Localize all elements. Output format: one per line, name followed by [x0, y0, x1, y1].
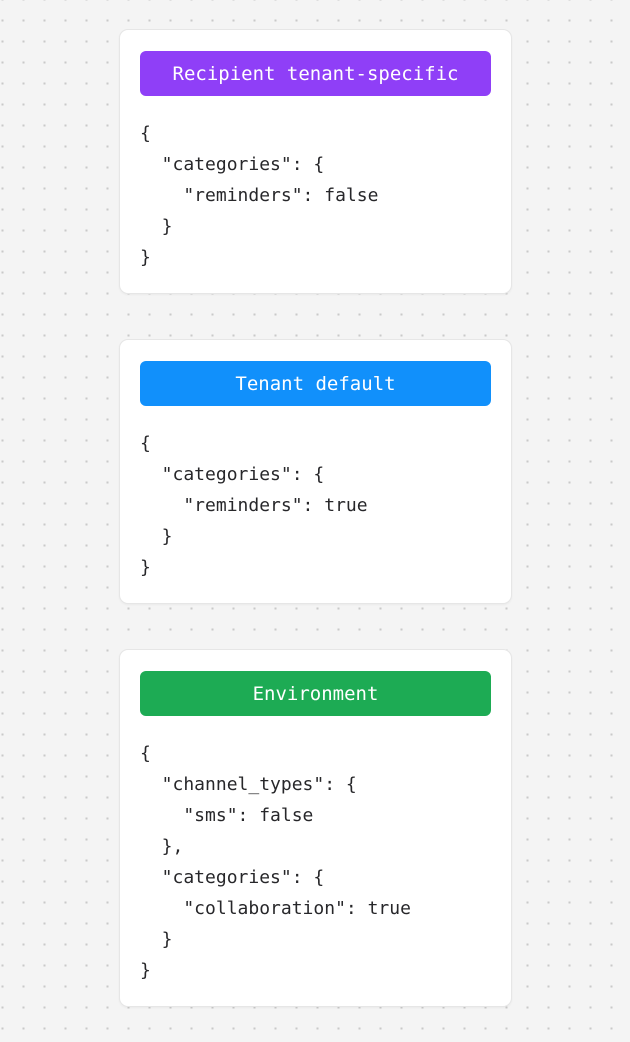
card-header-tenant-default: Tenant default: [140, 361, 491, 406]
card-body-recipient-tenant-specific: { "categories": { "reminders": false } }: [140, 123, 379, 268]
card-recipient-tenant-specific: Recipient tenant-specific { "categories"…: [119, 29, 512, 294]
card-header-recipient-tenant-specific: Recipient tenant-specific: [140, 51, 491, 96]
card-tenant-default: Tenant default { "categories": { "remind…: [119, 339, 512, 604]
card-header-environment: Environment: [140, 671, 491, 716]
card-environment: Environment { "channel_types": { "sms": …: [119, 649, 512, 1007]
card-body-tenant-default: { "categories": { "reminders": true } }: [140, 433, 368, 578]
card-body-environment: { "channel_types": { "sms": false }, "ca…: [140, 743, 411, 981]
